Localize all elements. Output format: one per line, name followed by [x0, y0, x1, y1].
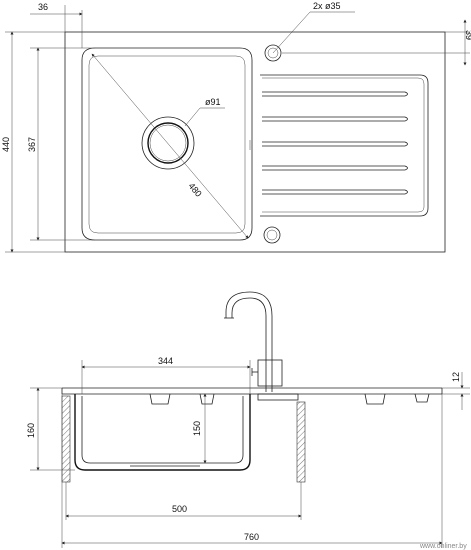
dim-left-offset: 36: [38, 2, 48, 12]
dim-bowl-width: 344: [158, 356, 173, 366]
bowl-section: [74, 394, 251, 471]
dim-overall-width: 760: [244, 532, 259, 542]
cabinet-wall-left: [61, 395, 71, 483]
dim-overall-height: 440: [1, 137, 11, 152]
sink-outline: [64, 31, 446, 253]
dim-top-right: 39: [464, 30, 471, 40]
draining-board: [260, 74, 429, 217]
dim-rim: 12: [451, 372, 461, 382]
side-view: 344 12 160 150 500 760: [26, 291, 470, 548]
dim-bowl-height: 367: [27, 137, 37, 152]
dim-total-depth: 160: [26, 423, 36, 438]
dim-drain-diameter: ø91: [205, 97, 221, 107]
tap-hole-top: [264, 44, 282, 62]
watermark: www.onliner.by: [419, 543, 467, 550]
dim-tap-holes: 2x ø35: [313, 1, 341, 11]
dim-diagonal: 480: [186, 181, 203, 199]
tap-hole-bottom: [263, 226, 281, 244]
cabinet-wall-right: [296, 401, 306, 483]
top-view: 480 ø91 36 2x ø35: [1, 1, 471, 253]
dim-bowl-depth: 150: [192, 421, 202, 436]
diagonal-dimension-line: [91, 53, 249, 239]
bowl: [81, 47, 253, 241]
faucet: [224, 291, 283, 392]
dim-cabinet-width: 500: [172, 504, 187, 514]
